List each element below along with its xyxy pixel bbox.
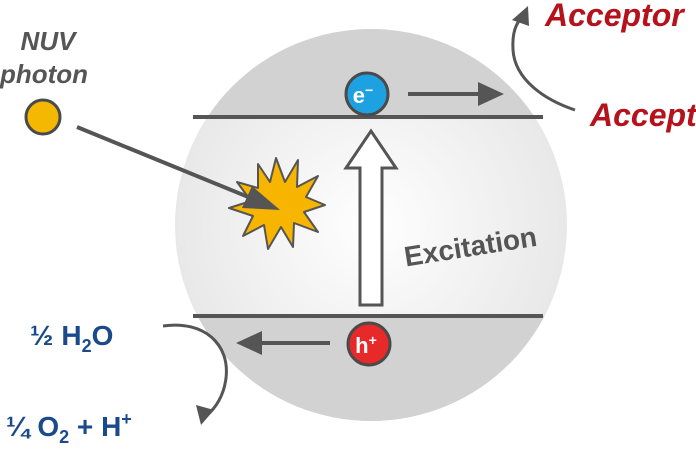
acceptor-reduced-label: Acceptor xyxy=(544,0,685,33)
product-main: O xyxy=(37,411,59,442)
water-oxidation-curve xyxy=(162,323,228,418)
hole-label: h xyxy=(355,333,368,358)
photon-label-line1: NUV xyxy=(21,26,79,56)
hole: h+ xyxy=(346,321,392,367)
hole-transfer-arrow-head xyxy=(236,331,262,355)
electron-charge: − xyxy=(365,82,373,98)
product-tail: + H xyxy=(69,411,121,442)
electron-label: e xyxy=(353,83,365,108)
water-reactant-sub: 2 xyxy=(82,336,92,356)
svg-text:e−: e− xyxy=(353,82,373,108)
absorption-burst xyxy=(228,157,326,250)
electron: e− xyxy=(344,71,390,117)
photon-dot xyxy=(24,98,62,136)
photon-path-arrow-shaft xyxy=(76,125,259,203)
excitation-arrow xyxy=(343,128,399,307)
product-sup: + xyxy=(121,409,132,429)
acceptor-label: Acceptor xyxy=(589,97,696,133)
electron-transfer-arrow-head xyxy=(478,82,504,106)
svg-text:h+: h+ xyxy=(355,332,377,358)
acceptor-reduction-head xyxy=(512,6,529,26)
photon-label-line2: photon xyxy=(0,59,88,89)
photon: NUV photon xyxy=(0,26,88,136)
acceptor-reduction-curve xyxy=(511,16,576,112)
water-reactant-tail: O xyxy=(92,320,114,351)
water-reactant-coef: ½ xyxy=(30,320,53,351)
product-sub: 2 xyxy=(59,427,69,447)
water-oxidation-head xyxy=(196,405,214,425)
hole-charge: + xyxy=(369,332,377,348)
photon-path-arrow-head xyxy=(242,186,280,210)
water-reactant-main: H xyxy=(61,320,81,351)
product-coef: ¼ xyxy=(6,411,32,442)
